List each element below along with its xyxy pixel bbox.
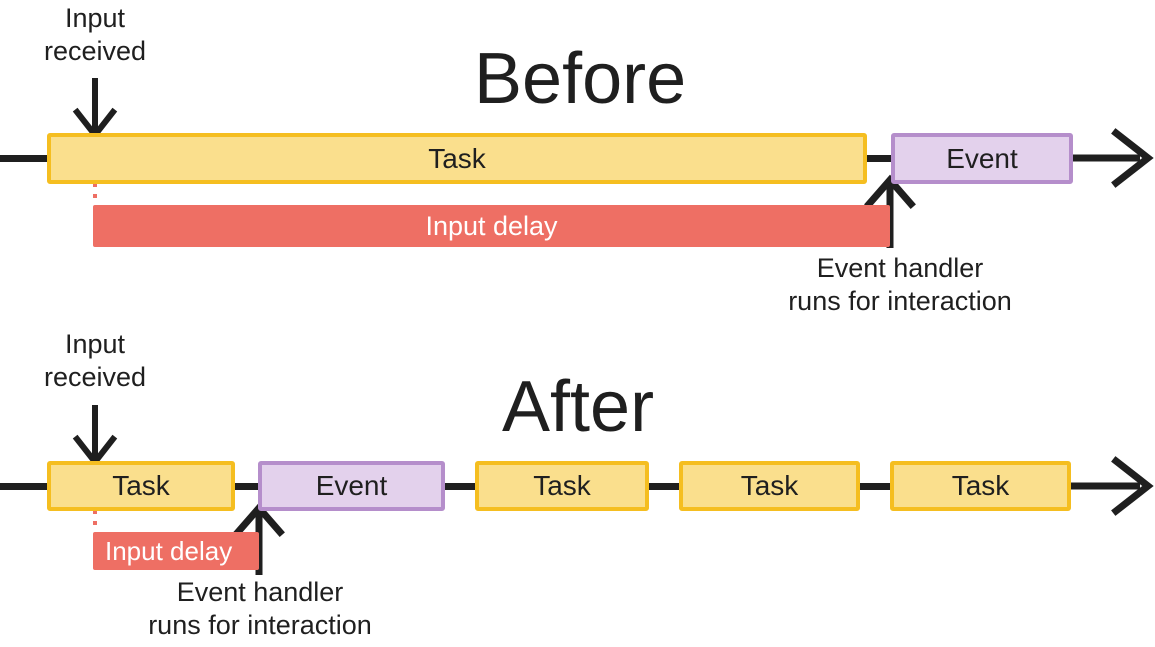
- after-event-handler-label: Event handler runs for interaction: [148, 577, 372, 640]
- after-axis-left-stub: [0, 483, 50, 490]
- after-task-label-4: Task: [951, 470, 1010, 501]
- before-task-label: Task: [428, 142, 486, 174]
- before-axis-task-event-connector: [862, 155, 895, 162]
- after-task-label-1: Task: [112, 470, 170, 501]
- before-input-delay-bar[interactable]: Input delay: [93, 205, 890, 247]
- before-event-handler-label: Event handler runs for interaction: [788, 253, 1012, 316]
- before-timeline-axis: [1070, 128, 1154, 188]
- before-input-delay-label: Input delay: [425, 210, 558, 241]
- before-event-block[interactable]: Event: [891, 133, 1073, 184]
- after-task-block-4[interactable]: Task: [890, 461, 1071, 511]
- after-task-block-3[interactable]: Task: [679, 461, 860, 511]
- after-title: After: [502, 367, 655, 447]
- after-task-block-2[interactable]: Task: [475, 461, 649, 511]
- after-axis-connector-1: [231, 483, 262, 490]
- after-event-label: Event: [315, 470, 388, 501]
- after-timeline-axis: [1065, 456, 1154, 516]
- before-axis-left-stub: [0, 155, 50, 162]
- after-axis-connector-2: [441, 483, 479, 490]
- before-title: Before: [474, 39, 687, 119]
- after-input-received-label: Input received: [43, 329, 147, 392]
- before-input-received-arrow: [72, 78, 118, 140]
- after-axis-connector-3: [645, 483, 683, 490]
- before-task-block[interactable]: Task: [47, 133, 867, 184]
- after-input-received-arrow: [72, 405, 118, 467]
- after-axis-connector-4: [856, 483, 894, 490]
- after-input-delay-label: Input delay: [105, 535, 233, 566]
- after-task-label-3: Task: [740, 470, 799, 501]
- before-input-received-label: Input received: [43, 3, 147, 66]
- before-event-label: Event: [946, 142, 1018, 174]
- after-task-block-1[interactable]: Task: [47, 461, 235, 511]
- after-task-label-2: Task: [533, 470, 591, 501]
- after-input-delay-bar[interactable]: Input delay: [93, 532, 259, 570]
- after-event-block[interactable]: Event: [258, 461, 445, 511]
